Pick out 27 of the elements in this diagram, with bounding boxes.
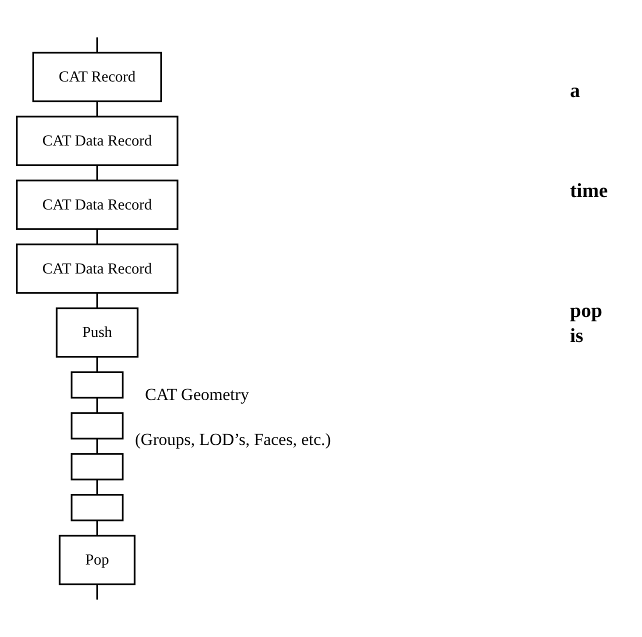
connector: [96, 398, 98, 414]
text-fragment: time: [570, 180, 608, 203]
node-box: CAT Data Record: [16, 116, 178, 166]
node-box: Push: [56, 307, 138, 358]
node-box: [70, 453, 124, 480]
node-box: [70, 494, 124, 522]
connector: [96, 229, 98, 244]
connector: [96, 480, 98, 495]
node-box: CAT Record: [32, 52, 162, 102]
text-fragment: a: [570, 80, 580, 103]
annotation-text: CAT Geometry: [145, 385, 250, 405]
node-box: [70, 412, 124, 440]
connector: [96, 356, 98, 372]
connector: [96, 101, 98, 117]
text-fragment: is: [570, 325, 584, 348]
node-box: Pop: [58, 534, 136, 586]
text-fragment: pop: [570, 300, 602, 323]
connector: [96, 520, 98, 536]
connector: [96, 165, 98, 180]
node-box: [70, 371, 124, 399]
connector: [96, 584, 98, 600]
annotation-text: (Groups, LOD’s, Faces, etc.): [135, 430, 331, 450]
connector: [96, 292, 98, 308]
node-box: CAT Data Record: [16, 180, 178, 230]
connector: [96, 37, 98, 53]
connector: [96, 438, 98, 454]
node-box: CAT Data Record: [16, 244, 178, 294]
